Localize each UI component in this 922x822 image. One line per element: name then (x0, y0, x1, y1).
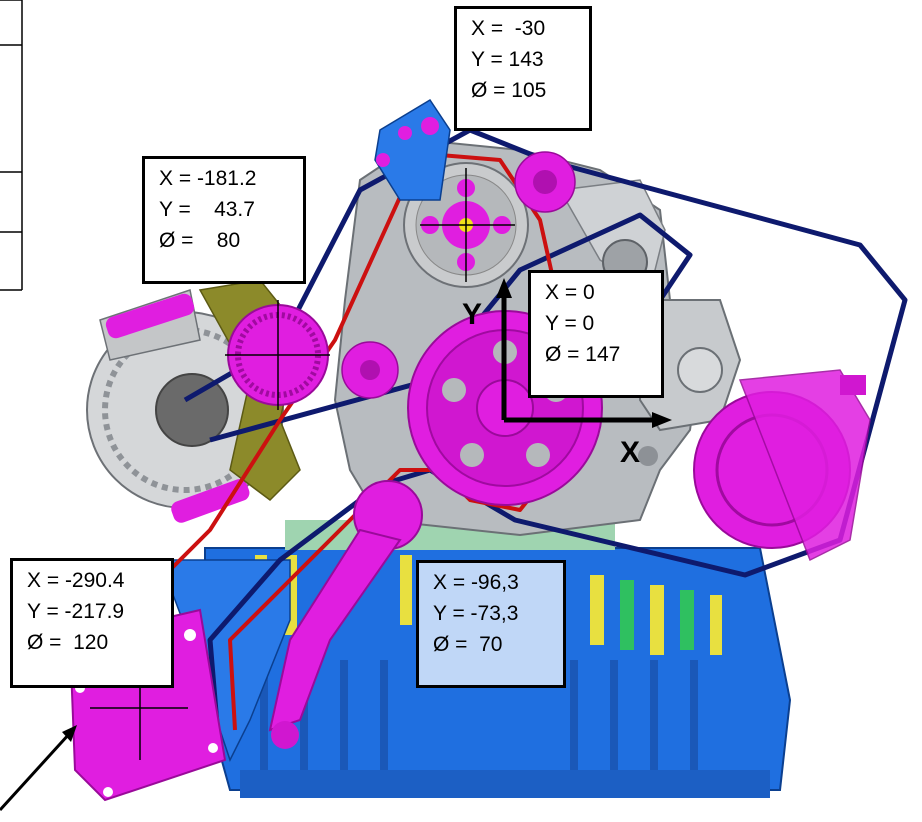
callout-diameter: Ø = 147 (545, 343, 621, 366)
pointer-arrow (0, 725, 77, 812)
y-axis-label: Y (462, 298, 483, 331)
callout-y: Y = 0 (545, 312, 595, 335)
callout-left-pulley: X = -181.2 Y = 43.7 Ø = 80 (142, 156, 306, 284)
callout-x: X = 0 (545, 281, 595, 304)
callout-x: X = -96,3 (433, 571, 519, 594)
callout-y: Y = -73,3 (433, 602, 519, 625)
callout-y: Y = 143 (471, 48, 544, 71)
idler-pulley-top (514, 151, 576, 213)
left-table-fragment (0, 0, 23, 291)
callout-diameter: Ø = 105 (471, 79, 547, 102)
callout-tensioner: X = -96,3 Y = -73,3 Ø = 70 (416, 560, 566, 688)
x-axis-label: X (620, 436, 641, 469)
callout-x: X = -181.2 (159, 167, 257, 190)
ac-compressor (693, 369, 871, 562)
left-idler-pulley (225, 300, 330, 410)
callout-diameter: Ø = 70 (433, 633, 503, 656)
callout-diameter: Ø = 120 (27, 631, 109, 654)
tensioner-arm (268, 480, 423, 749)
callout-x: X = -30 (471, 17, 546, 40)
callout-x: X = -290.4 (27, 569, 125, 592)
callout-y: Y = 43.7 (159, 198, 255, 221)
callout-y: Y = -217.9 (27, 600, 125, 623)
callout-top-pulley: X = -30 Y = 143 Ø = 105 (454, 6, 592, 131)
callout-bottom-left: X = -290.4 Y = -217.9 Ø = 120 (10, 558, 174, 688)
callout-diameter: Ø = 80 (159, 229, 241, 252)
callout-origin: X = 0 Y = 0 Ø = 147 (528, 270, 664, 398)
coordinate-axes (496, 278, 672, 428)
